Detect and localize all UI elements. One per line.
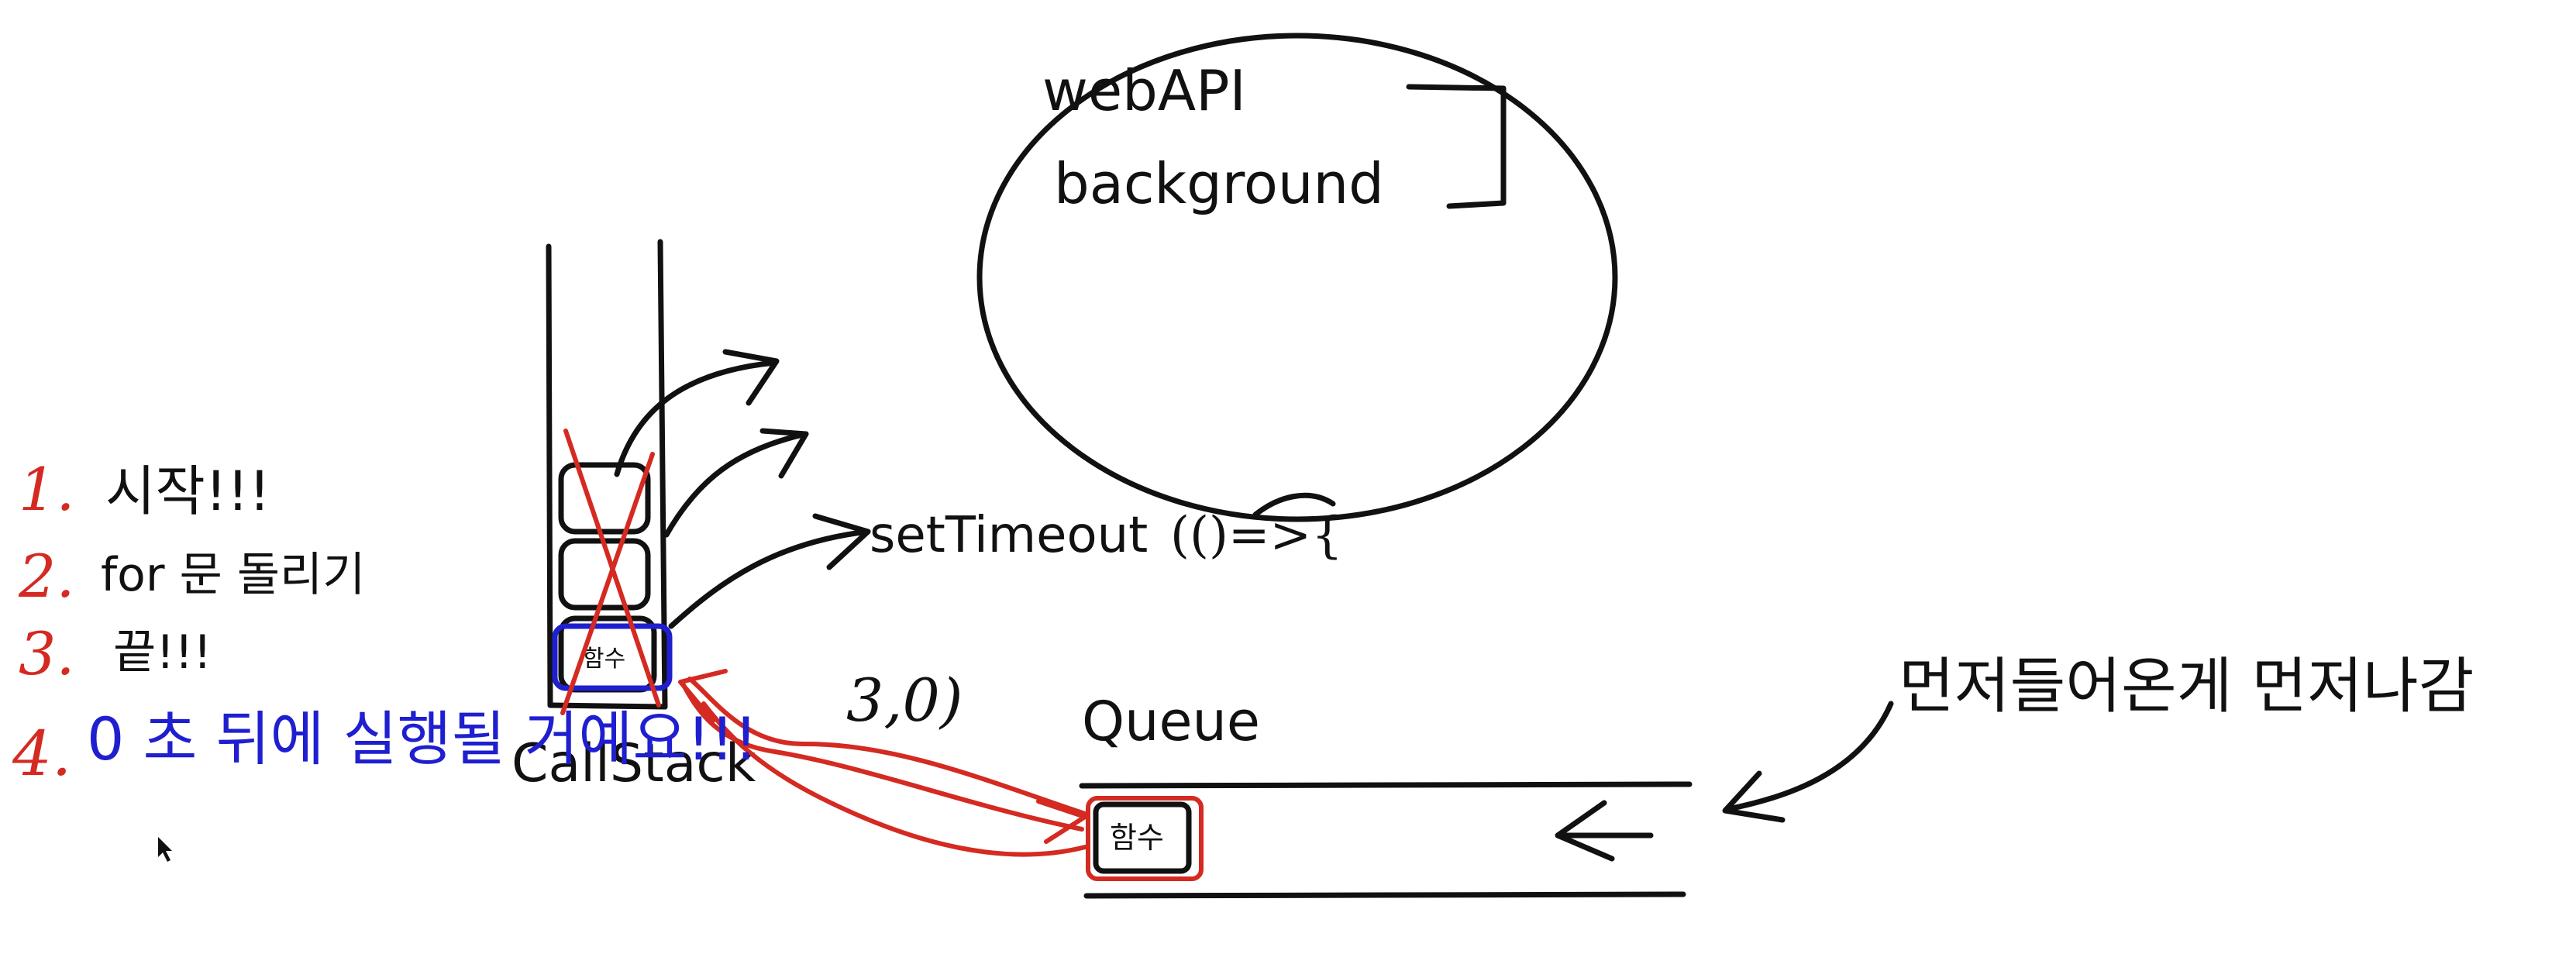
stack-func-highlight: [552, 623, 673, 691]
queue-group: Queue 함수 먼저들어온게 먼저나감: [1079, 652, 2474, 899]
queue-func-box: [1093, 801, 1192, 874]
red-return-curve: [680, 680, 1084, 832]
enqueue-arrow-head: [1555, 800, 1615, 862]
red-return-curve-2: [687, 677, 1087, 816]
step-1-number: 1.: [19, 455, 75, 524]
callstack-label: CallStack: [511, 733, 756, 794]
settimeout-label: setTimeout: [870, 507, 1148, 564]
stack-to-webapi-arrows: [614, 349, 1336, 629]
step-1-text: 시작!!!: [105, 460, 270, 523]
delay-note: 3,0): [846, 666, 963, 735]
step-4-number: 4.: [12, 718, 71, 790]
curved-arrow-2: [663, 431, 809, 538]
stack-cross-line-b: [560, 452, 655, 715]
webapi-bracket: [1406, 84, 1507, 209]
fifo-note: 먼저들어온게 먼저나감: [1899, 652, 2474, 721]
step-2-number: 2.: [18, 542, 75, 611]
mouse-cursor-icon: [158, 837, 172, 862]
step-2-text: for 문 돌리기: [101, 548, 365, 602]
stack-frame-top: [558, 462, 651, 535]
curved-arrow-3: [668, 529, 871, 629]
queue-func-label: 함수: [1110, 821, 1164, 855]
queue-label: Queue: [1082, 690, 1260, 753]
curved-arrow-1-head: [722, 349, 780, 406]
fifo-curved-arrow: [1725, 701, 1894, 812]
callstack-group: 함수 CallStack: [511, 239, 756, 794]
webapi-ellipse: [976, 33, 1618, 522]
stack-func-label: 함수: [583, 646, 625, 673]
callstack-left-wall: [546, 243, 553, 708]
webapi-group: webAPI background: [976, 33, 1618, 522]
red-queue-arrow-head: [1036, 799, 1087, 844]
queue-bottom-rail: [1083, 891, 1686, 899]
step-3-number: 3.: [19, 619, 75, 688]
queue-func-highlight: [1086, 796, 1204, 881]
queue-top-rail: [1079, 781, 1693, 789]
fifo-curved-arrow-head: [1722, 770, 1786, 823]
settimeout-group: setTimeout (()=>{: [870, 507, 1343, 564]
webapi-label: webAPI: [1042, 58, 1246, 123]
red-return-arrow-head: [678, 669, 728, 723]
callstack-right-wall: [657, 239, 668, 710]
step-4-text: 0 초 뒤에 실행될 거예요!!!: [87, 704, 758, 773]
step-3-text: 끝!!!: [113, 625, 212, 680]
queue-to-stack-path: [678, 669, 1090, 857]
callstack-bottom: [547, 702, 668, 710]
curved-arrow-2-head: [759, 428, 809, 479]
background-label: background: [1054, 151, 1384, 216]
steps-list: 1. 시작!!! 2. for 문 돌리기 3. 끝!!! 4. 0 초 뒤에 …: [12, 455, 758, 790]
curved-arrow-1: [614, 360, 778, 477]
curved-arrow-4: [1252, 492, 1336, 518]
curved-arrow-3-head: [812, 513, 871, 570]
settimeout-args: (()=>{: [1170, 507, 1343, 564]
red-return-curve-3: [701, 701, 1090, 857]
